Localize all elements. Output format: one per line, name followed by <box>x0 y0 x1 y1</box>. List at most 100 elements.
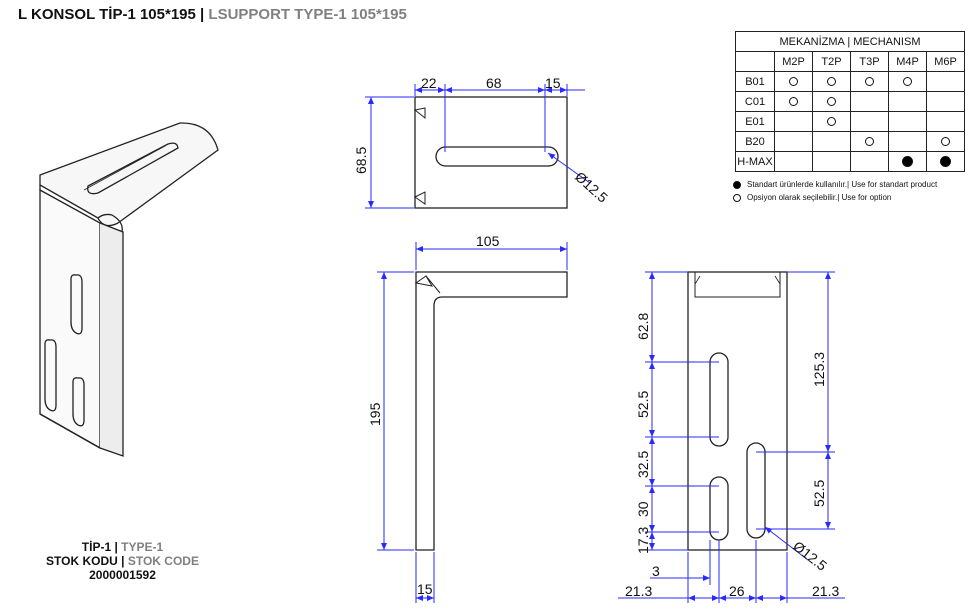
iso-top-slot <box>87 142 179 195</box>
top-outline <box>414 96 568 209</box>
dim-front-diameter: Ø12.5 <box>790 538 830 574</box>
legend-standard-text: Standart ürünlerde kullanılır.| Use for … <box>747 180 938 189</box>
mechanism-cell <box>774 91 813 112</box>
product-info: TİP-1 | TYPE-1 STOK KODU | STOK CODE 200… <box>20 540 225 582</box>
front-view: 62.8 52.5 32.5 30 17.3 125.3 52.5 3 21.3… <box>618 271 845 603</box>
mechanism-cell <box>888 91 927 112</box>
open-circle-icon <box>827 117 836 127</box>
open-circle-icon <box>903 77 912 87</box>
page-title: L KONSOL TİP-1 105*195 | LSUPPORT TYPE-1… <box>18 6 407 23</box>
front-outline <box>687 271 788 551</box>
mechanism-cell <box>926 91 965 112</box>
dim-side-15: 15 <box>417 581 433 597</box>
mechanism-cell <box>774 151 813 172</box>
legend-option: Opsiyon olarak seçilebilir.| Use for opt… <box>733 193 891 202</box>
dim-top-68: 68 <box>486 75 502 91</box>
type-line: TİP-1 | TYPE-1 <box>81 540 164 554</box>
row-label: B01 <box>735 71 775 92</box>
row-label: E01 <box>735 111 775 132</box>
mechanism-row: E01 <box>735 111 965 132</box>
type-tr: TİP-1 <box>81 540 112 554</box>
row-label: C01 <box>735 91 775 112</box>
dim-front-32-5: 32.5 <box>635 451 651 478</box>
title-en: LSUPPORT TYPE-1 105*195 <box>208 6 407 23</box>
legend-option-text: Opsiyon olarak seçilebilir.| Use for opt… <box>747 193 892 202</box>
mechanism-cell <box>812 151 851 172</box>
dim-top-22: 22 <box>421 75 437 91</box>
type-en: TYPE-1 <box>121 540 164 554</box>
mechanism-cell <box>850 131 889 152</box>
legend-standard: Standart ürünlerde kullanılır.| Use for … <box>733 180 937 189</box>
mechanism-cell <box>812 71 851 92</box>
open-circle-icon <box>789 77 798 87</box>
title-tr: L KONSOL TİP-1 105*195 <box>18 6 196 23</box>
mechanism-row: B20 <box>735 131 965 152</box>
corner-cell <box>735 51 775 72</box>
column-header: T3P <box>850 51 889 72</box>
dim-top-68-5: 68.5 <box>353 147 369 174</box>
front-slot-3 <box>746 442 766 539</box>
open-circle-icon <box>789 97 798 107</box>
mechanism-cell <box>850 151 889 172</box>
dim-front-17-3: 17.3 <box>635 527 651 554</box>
mechanism-header: MEKANİZMA | MECHANISM <box>735 31 965 52</box>
front-slot-1 <box>709 352 729 447</box>
mechanism-cell <box>926 131 965 152</box>
open-circle-icon <box>827 77 836 87</box>
mechanism-cell <box>774 131 813 152</box>
dim-front-30: 30 <box>635 501 651 517</box>
mechanism-cell <box>850 111 889 132</box>
open-circle-icon <box>941 137 950 147</box>
dim-front-26: 26 <box>729 583 745 599</box>
isometric-view <box>39 122 219 457</box>
iso-slot-1 <box>70 274 83 335</box>
mechanism-cell <box>888 131 927 152</box>
mechanism-cell <box>888 71 927 92</box>
stock-code: 2000001592 <box>89 568 156 582</box>
column-header: T2P <box>812 51 851 72</box>
iso-slot-2 <box>44 339 57 412</box>
dim-side-195: 195 <box>367 402 383 426</box>
stock-en: STOK CODE <box>127 554 199 568</box>
mechanism-cell <box>888 151 927 172</box>
dim-front-52-5-right: 52.5 <box>811 480 827 507</box>
filled-circle-icon <box>733 180 741 189</box>
iso-slot-3 <box>72 377 85 427</box>
top-slot <box>435 146 559 167</box>
mechanism-row: B01 <box>735 71 965 92</box>
dim-front-21-3-right: 21.3 <box>812 583 839 599</box>
mechanism-cell <box>774 71 813 92</box>
dim-front-52-5-left: 52.5 <box>635 391 651 418</box>
mechanism-cell <box>926 151 965 172</box>
mechanism-cell <box>850 91 889 112</box>
mechanism-cell <box>850 71 889 92</box>
open-circle-icon <box>827 97 836 107</box>
dim-top-diameter: Ø12.5 <box>572 168 611 206</box>
mechanism-cell <box>812 111 851 132</box>
row-label: B20 <box>735 131 775 152</box>
filled-circle-icon <box>902 156 913 168</box>
iso-top-flange <box>39 122 219 227</box>
iso-bend <box>97 213 123 233</box>
dim-front-62-8: 62.8 <box>635 313 651 340</box>
mechanism-cell <box>812 91 851 112</box>
row-label: H-MAX <box>735 151 775 172</box>
open-circle-icon <box>733 193 741 202</box>
mechanism-cell <box>926 71 965 92</box>
filled-circle-icon <box>940 156 951 168</box>
column-header: M2P <box>774 51 813 72</box>
side-view: 105 195 15 <box>367 233 568 603</box>
mechanism-row: C01 <box>735 91 965 112</box>
dim-top-15: 15 <box>545 75 561 91</box>
stock-tr: STOK KODU <box>46 554 118 568</box>
column-header: M4P <box>888 51 927 72</box>
dim-front-3: 3 <box>652 563 660 579</box>
side-outline <box>415 271 568 551</box>
dim-front-125-3: 125.3 <box>811 352 827 387</box>
mechanism-row: H-MAX <box>735 151 965 172</box>
title-separator: | <box>195 6 209 23</box>
mechanism-cell <box>774 111 813 132</box>
